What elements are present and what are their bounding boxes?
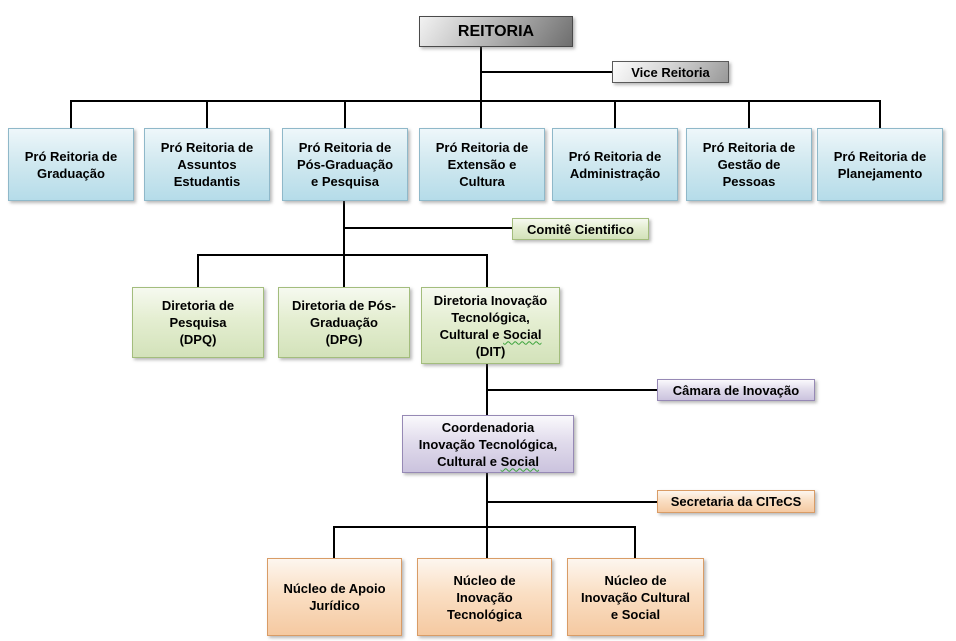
- connector-camara-branch: [487, 389, 657, 391]
- box-label-line: (DPQ): [179, 332, 217, 347]
- box-label-line: Pessoas: [722, 174, 776, 189]
- box-nucleo-inovacao-cultural-social: Núcleo de Inovação Cultural e Social: [567, 558, 704, 636]
- spellcheck-underlined-word: Social: [500, 453, 539, 469]
- box-label-line: Diretoria de: [161, 298, 235, 313]
- box-diretoria-pesquisa-dpq: Diretoria de Pesquisa (DPQ): [132, 287, 264, 358]
- box-pro-reitoria-planejamento: Pró Reitoria de Planejamento: [817, 128, 943, 201]
- box-label-text: Cultural e: [439, 326, 504, 342]
- connector-pos-graduacao-vertical: [343, 201, 345, 287]
- box-label-line: Núcleo de Apoio: [283, 581, 386, 596]
- box-label-text: Cultural e: [437, 453, 501, 469]
- box-label-line: Pró Reitoria de: [833, 148, 927, 164]
- box-label-line: Pós-Graduação: [296, 157, 394, 172]
- box-label-line: Tecnológica,: [451, 309, 530, 325]
- box-label-line: Pró Reitoria de: [568, 148, 662, 164]
- box-diretoria-inovacao-dit: Diretoria Inovação Tecnológica, Cultural…: [421, 287, 560, 364]
- box-label-line: Diretoria de Pós-: [291, 298, 397, 313]
- box-label-line: Núcleo de: [453, 572, 516, 588]
- box-pro-reitoria-gestao-pessoas: Pró Reitoria de Gestão de Pessoas: [686, 128, 812, 201]
- box-label-line: Extensão e: [447, 157, 517, 172]
- box-label-line: Jurídico: [309, 598, 360, 613]
- box-label-line: Planejamento: [837, 165, 923, 181]
- box-label-line: Secretaria da CITeCS: [670, 494, 802, 509]
- connector-reitoria-vertical: [480, 47, 482, 128]
- box-label-line: Pró Reitoria de: [435, 140, 529, 155]
- box-label-line: Cultural e Social: [403, 453, 573, 470]
- box-pro-reitoria-graduacao: Pró Reitoria de Graduação: [8, 128, 134, 201]
- box-pro-reitoria-extensao-cultura: Pró Reitoria de Extensão e Cultura: [419, 128, 545, 201]
- box-reitoria: REITORIA: [419, 16, 573, 47]
- box-label-line: (DPG): [325, 332, 363, 347]
- connector-vice-branch: [481, 71, 612, 73]
- box-nucleo-apoio-juridico: Núcleo de Apoio Jurídico: [267, 558, 402, 636]
- box-label-line: Pró Reitoria de: [702, 140, 796, 155]
- connector-diretorias-horizontal: [197, 254, 488, 256]
- box-pro-reitoria-assuntos-estudantis: Pró Reitoria de Assuntos Estudantis: [144, 128, 270, 201]
- box-label-line: Câmara de Inovação: [672, 382, 800, 398]
- box-label-line: Cultural e Social: [422, 326, 559, 343]
- box-pro-reitoria-administracao: Pró Reitoria de Administração: [552, 128, 678, 201]
- box-label-line: Graduação: [310, 315, 378, 330]
- box-label-line: e Pesquisa: [311, 174, 379, 189]
- connector-drop-gestao-pessoas: [748, 100, 750, 128]
- connector-secretaria-branch: [487, 501, 657, 503]
- box-label-line: Pró Reitoria de: [24, 148, 118, 164]
- box-label-line: Inovação Cultural: [580, 589, 691, 605]
- connector-drop-assuntos-estudantis: [206, 100, 208, 128]
- box-label-line: Coordenadoria: [441, 419, 535, 435]
- spellcheck-underlined-word: Social: [503, 326, 542, 342]
- box-label-line: Gestão de: [717, 157, 781, 172]
- connector-drop-planejamento: [879, 100, 881, 128]
- box-label-line: REITORIA: [457, 23, 535, 40]
- box-label-line: Tecnológica: [447, 606, 522, 622]
- box-camara-inovacao: Câmara de Inovação: [657, 379, 815, 401]
- connector-drop-pos-graduacao: [344, 100, 346, 128]
- box-label-line: Inovação Tecnológica,: [418, 436, 558, 452]
- box-label-line: Comitê Cientifico: [527, 221, 634, 237]
- connector-pro-reitorias-horizontal: [70, 100, 881, 102]
- connector-drop-administracao: [614, 100, 616, 128]
- box-label-line: Assuntos: [177, 157, 237, 172]
- connector-coordenadoria-vertical: [486, 473, 488, 558]
- connector-comite-branch: [344, 227, 512, 229]
- box-label-line: e Social: [610, 606, 661, 622]
- box-label-line: Pesquisa: [169, 315, 227, 330]
- box-label-line: Pró Reitoria de: [160, 140, 254, 155]
- box-comite-cientifico: Comitê Cientifico: [512, 218, 649, 240]
- connector-drop-graduacao: [70, 100, 72, 128]
- box-secretaria-citecs: Secretaria da CITeCS: [657, 490, 815, 513]
- box-label-line: Diretoria Inovação: [433, 292, 548, 308]
- box-label-line: Núcleo de: [604, 572, 667, 588]
- connector-drop-nucleo-cultural: [634, 526, 636, 558]
- box-diretoria-pos-graduacao-dpg: Diretoria de Pós- Graduação (DPG): [278, 287, 410, 358]
- box-label-line: Pró Reitoria de: [298, 140, 392, 155]
- box-nucleo-inovacao-tecnologica: Núcleo de Inovação Tecnológica: [417, 558, 552, 636]
- box-label-line: Cultura: [459, 174, 505, 189]
- connector-drop-dpq: [197, 254, 199, 287]
- connector-drop-nucleo-juridico: [333, 526, 335, 558]
- box-label-line: Vice Reitoria: [631, 64, 710, 80]
- connector-drop-dit: [486, 254, 488, 287]
- box-label-line: Administração: [569, 165, 661, 181]
- box-label-line: (DIT): [475, 343, 506, 359]
- box-coordenadoria-inovacao: Coordenadoria Inovação Tecnológica, Cult…: [402, 415, 574, 473]
- connector-nucleos-horizontal: [333, 526, 636, 528]
- box-vice-reitoria: Vice Reitoria: [612, 61, 729, 83]
- box-label-line: Estudantis: [173, 174, 241, 189]
- box-label-line: Inovação: [456, 589, 513, 605]
- box-pro-reitoria-pos-graduacao-pesquisa: Pró Reitoria de Pós-Graduação e Pesquisa: [282, 128, 408, 201]
- box-label-line: Graduação: [37, 165, 105, 181]
